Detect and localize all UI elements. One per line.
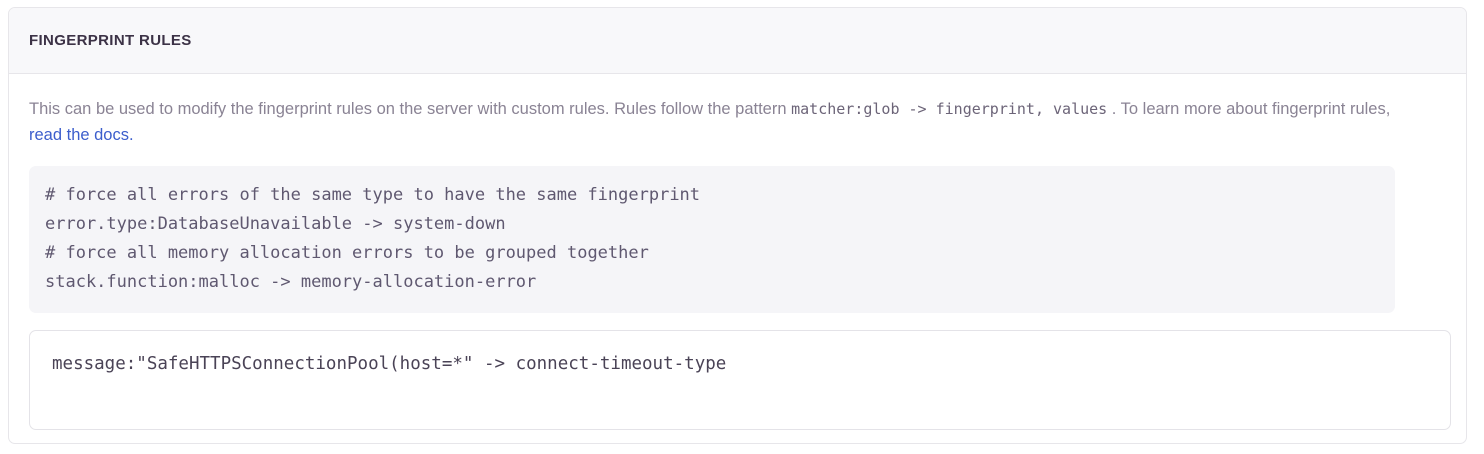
panel-body: This can be used to modify the fingerpri… xyxy=(9,74,1466,430)
inline-code-pattern: matcher:glob -> fingerprint, values xyxy=(791,100,1108,118)
fingerprint-rules-input[interactable] xyxy=(29,330,1451,430)
description-part-1: This can be used to modify the fingerpri… xyxy=(29,100,792,118)
description-part-3: . xyxy=(128,126,134,144)
example-code-text: # force all errors of the same type to h… xyxy=(45,185,701,292)
fingerprint-rules-panel: FINGERPRINT RULES This can be used to mo… xyxy=(8,7,1467,444)
description-part-2: . To learn more about fingerprint rules, xyxy=(1107,100,1391,118)
page-title: FINGERPRINT RULES xyxy=(29,32,192,49)
read-the-docs-link[interactable]: read the docs xyxy=(29,126,129,144)
panel-header: FINGERPRINT RULES xyxy=(9,8,1466,74)
description-text: This can be used to modify the fingerpri… xyxy=(29,96,1399,148)
example-code-block: # force all errors of the same type to h… xyxy=(29,166,1395,313)
